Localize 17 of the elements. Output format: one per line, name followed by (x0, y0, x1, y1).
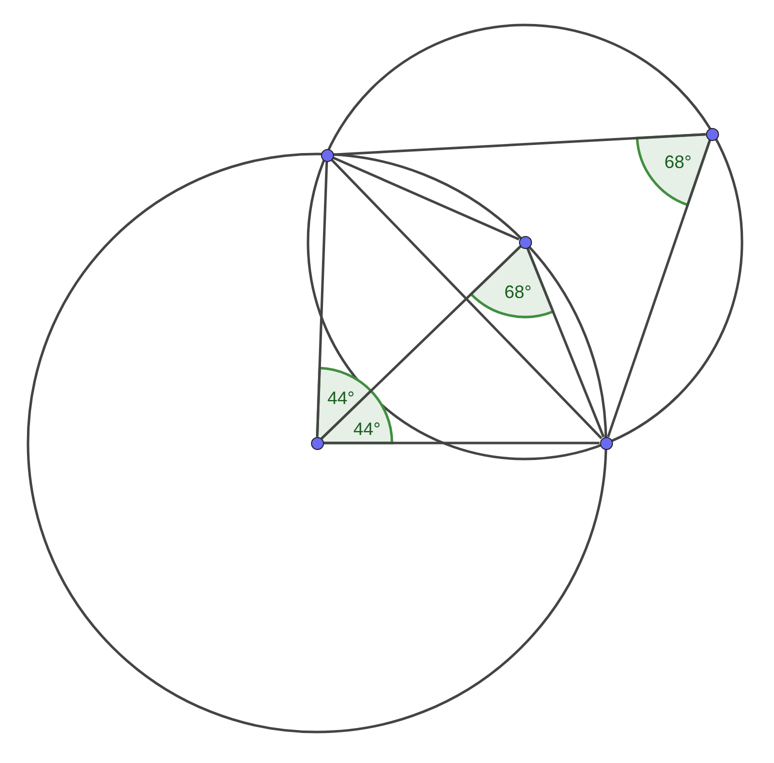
line-segment (330, 158, 602, 440)
line-segment (606, 140, 712, 438)
point (706, 128, 718, 140)
angle-label: 68° (504, 283, 532, 301)
point (600, 436, 612, 450)
point (518, 236, 532, 248)
angle-label: 68° (664, 153, 692, 171)
line-segment (316, 161, 328, 437)
point (310, 436, 324, 450)
angle-label: 44° (353, 420, 381, 438)
point (320, 148, 334, 162)
line-segment (526, 248, 605, 438)
line-segment (324, 442, 600, 444)
line-segment (320, 246, 522, 440)
line-segment (333, 133, 706, 156)
angle-label: 44° (327, 389, 355, 407)
line-segment (332, 156, 520, 241)
